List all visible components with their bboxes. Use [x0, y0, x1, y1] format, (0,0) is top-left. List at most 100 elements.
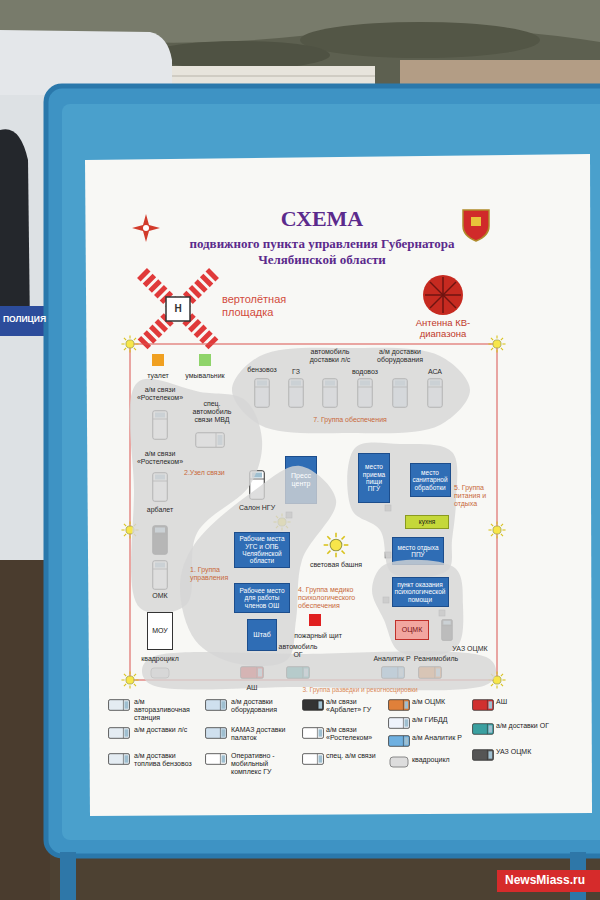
- legend-vehicle: [206, 728, 227, 739]
- legend-slot: а/м связи «Ростелеком»: [326, 726, 382, 742]
- place-box: ОЦМК: [395, 620, 429, 640]
- plan-label: туалет: [141, 372, 175, 380]
- legend-text: а/м доставки топлива бензовоз: [134, 752, 198, 768]
- place-box: место приема пищи ПГУ: [358, 453, 390, 503]
- plan-label: Салон НГУ: [234, 504, 280, 512]
- legend-vehicle: [473, 750, 494, 761]
- box-text: Пресс центр: [288, 472, 314, 488]
- legend-quad: [390, 757, 408, 767]
- plan-label: ОМК: [145, 592, 175, 600]
- coat-of-arms: [471, 217, 481, 226]
- band-shape: [222, 338, 480, 443]
- legend-vehicle: [109, 754, 130, 765]
- light-tower-icon: [488, 521, 505, 538]
- legend-slot: Оперативно - мобильный комплекс ГУ: [231, 752, 297, 776]
- board-leg: [60, 852, 76, 900]
- band-fill: [347, 442, 457, 577]
- paper-sheet: [85, 154, 592, 816]
- plan-label: бензовоз: [244, 366, 280, 374]
- group-band: 7. Группа обеспечения: [222, 338, 480, 443]
- group-title: 2.Узел связи: [184, 469, 246, 477]
- plan-label: спец. автомобиль связи МВД: [185, 400, 239, 424]
- person: [0, 129, 30, 330]
- label-slot: водовоз: [349, 368, 381, 376]
- legend-text: а/м доставки оборудования: [231, 698, 297, 714]
- legend-text: а/м связи «Арбалет» ГУ: [326, 698, 382, 714]
- group-title: 1. Группа управления: [190, 566, 230, 582]
- label-slot: H: [171, 303, 185, 315]
- legend-text: а/м ГИБДД: [412, 716, 468, 724]
- place-box: Штаб: [247, 619, 277, 651]
- label-slot: квадроцикл: [137, 655, 183, 663]
- plan-label: АСА: [424, 368, 446, 376]
- label-slot: NewsMiass.ru: [505, 874, 597, 888]
- plan-label: Аналитик Р: [371, 655, 413, 663]
- legend-slot: а/м связи «Арбалет» ГУ: [326, 698, 382, 714]
- plan-label: пожарный щит: [290, 632, 346, 640]
- light-tower-icon: [488, 335, 505, 352]
- box-text: Штаб: [250, 631, 274, 639]
- legend-slot: а/м ГИБДД: [412, 716, 468, 724]
- box-text: ОЦМК: [398, 626, 426, 634]
- scheme-title: СХЕМА: [252, 206, 392, 231]
- legend-slot: а/м доставки оборудования: [231, 698, 297, 714]
- legend-vehicle: [303, 728, 324, 739]
- label-slot: ПОЛИЦИЯ: [3, 315, 47, 325]
- label-slot: а/м связи «Ростелеком»: [134, 386, 186, 402]
- legend-text: а/м авторазливочная станция: [134, 698, 198, 722]
- forest: [150, 41, 330, 69]
- light-tower-icon: [121, 335, 138, 352]
- ground: [0, 560, 50, 900]
- label-slot: Реанимобиль: [413, 655, 459, 663]
- compass-emblem: [132, 214, 160, 242]
- plan-label: а/м связи «Ростелеком»: [134, 450, 186, 466]
- box-text: место отдыха ППУ: [395, 544, 441, 559]
- plan-label: арбалет: [140, 506, 180, 514]
- legend-slot: АШ: [496, 698, 558, 706]
- label-slot: спец. автомобиль связи МВД: [185, 400, 239, 424]
- light-tower-icon: [324, 533, 349, 558]
- group-title: 3. Группа разведки и рекогносцировки: [290, 686, 430, 693]
- label-slot: а/м связи «Ростелеком»: [134, 450, 186, 466]
- legend-slot: спец. а/м связи: [326, 752, 382, 760]
- plan-label: а/м доставки оборудования: [375, 348, 425, 364]
- band-fill: [232, 348, 470, 434]
- legend-text: а/м связи «Ростелеком»: [326, 726, 382, 742]
- place-box: Рабочее место для работы членов ОШ: [234, 583, 290, 613]
- place-box: Рабочие места УГС и ОПБ Челябинской обла…: [234, 532, 290, 568]
- plan-label: умывальник: [182, 372, 228, 380]
- plan-label: подвижного пункта управления Губернатора…: [172, 236, 472, 269]
- washbasin-icon: [199, 354, 211, 366]
- board-frame: [46, 86, 600, 856]
- police-stripe: [0, 306, 48, 336]
- plan-label: световая башня: [305, 561, 367, 569]
- legend-vehicle: [206, 754, 227, 765]
- fire-board-icon: [309, 614, 321, 626]
- legend-slot: а/м ОЦМК: [412, 698, 468, 706]
- legend-vehicle: [109, 728, 130, 739]
- plan-label: УАЗ ОЦМК: [451, 645, 489, 653]
- box-text: место санитарной обработки: [413, 469, 448, 491]
- label-slot: Аналитик Р: [371, 655, 413, 663]
- label-slot: пожарный щит: [290, 632, 346, 640]
- legend-text: а/м ОЦМК: [412, 698, 468, 706]
- plan-label: вертолётная площадка: [222, 293, 302, 318]
- label-slot: АШ: [243, 684, 261, 692]
- plan-label: ГЗ: [288, 368, 304, 376]
- legend-vehicle: [473, 700, 494, 711]
- legend-slot: а/м доставки л/с: [134, 726, 198, 734]
- legend-vehicle: [303, 754, 324, 765]
- site-boundary: [130, 344, 497, 680]
- label-slot: ОМК: [145, 592, 175, 600]
- legend-text: УАЗ ОЦМК: [496, 748, 558, 756]
- legend-text: КАМАЗ доставки палаток: [231, 726, 297, 742]
- band-fill: [142, 651, 496, 690]
- label-slot: вертолётная площадка: [222, 293, 302, 318]
- label-slot: автомобиль ОГ: [276, 643, 320, 659]
- group-title: 5. Группа питания и отдыха: [454, 484, 494, 508]
- place-box: пункт оказания психологической помощи: [392, 577, 449, 607]
- plan-label: Реанимобиль: [413, 655, 459, 663]
- label-slot: АСА: [424, 368, 446, 376]
